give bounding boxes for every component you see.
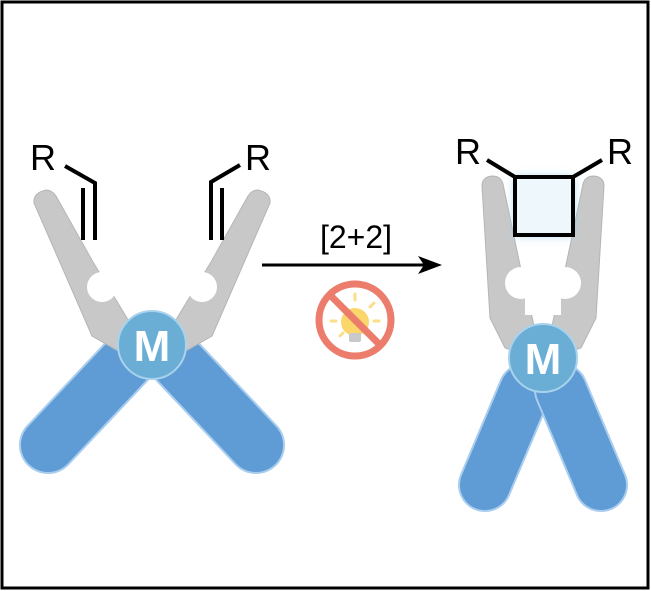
- metal-center: M: [117, 310, 187, 380]
- metal-center: M: [508, 323, 578, 393]
- reactant-complex: M R R: [19, 137, 285, 474]
- reaction-arrow: [262, 256, 442, 274]
- blue-arm-right: [147, 331, 285, 474]
- product-complex: M R R: [455, 131, 633, 512]
- blue-arm-left: [458, 363, 552, 512]
- blue-arm-right: [534, 363, 628, 512]
- substituent-r-right: R: [607, 131, 633, 172]
- substituent-r-left: R: [455, 131, 481, 172]
- substituent-r-right: R: [245, 137, 271, 178]
- alkene-left: [64, 164, 97, 240]
- arrow-label: [2+2]: [320, 219, 392, 255]
- cyclobutane-ring: [485, 158, 604, 237]
- no-light-icon: [315, 280, 395, 360]
- gray-arm-right: [161, 189, 271, 353]
- metal-label: M: [525, 335, 562, 384]
- blue-arm-left: [19, 331, 157, 474]
- substituent-r-left: R: [30, 137, 56, 178]
- alkene-right: [209, 163, 242, 240]
- gray-arm-left: [33, 189, 143, 353]
- metal-label: M: [134, 322, 171, 371]
